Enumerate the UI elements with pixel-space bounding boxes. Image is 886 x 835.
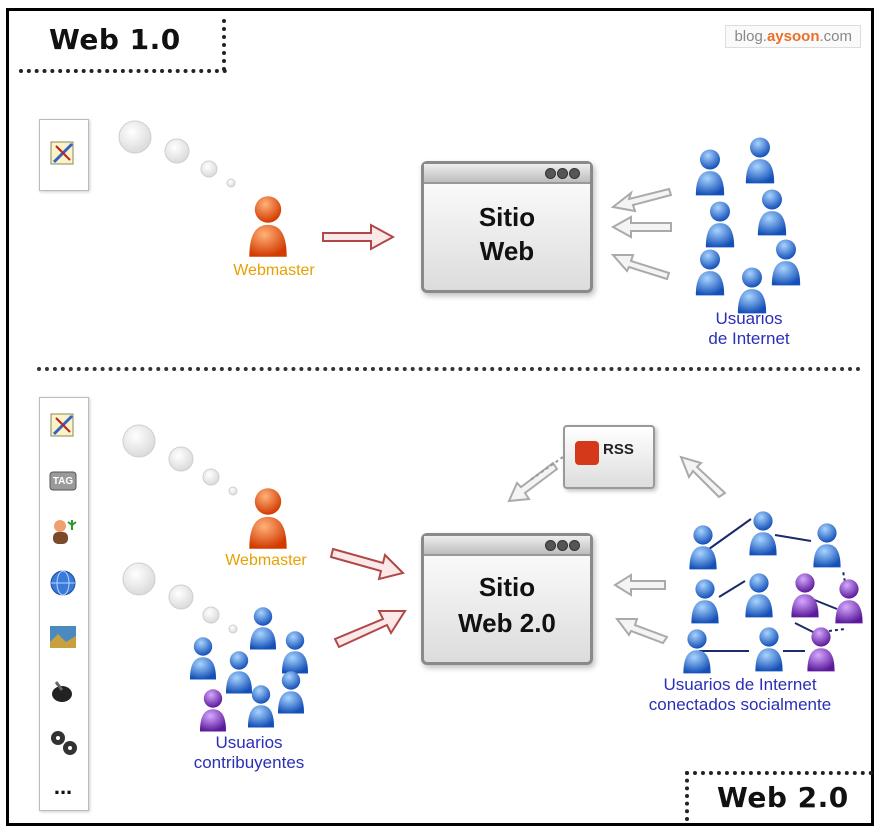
web1-webmaster-label: Webmaster [233, 262, 315, 279]
web2-thought-bubbles-top [122, 424, 238, 496]
more-icon: ... [53, 774, 73, 799]
web2-webmaster-label: Webmaster [225, 552, 307, 569]
web2-label-overline [685, 771, 873, 775]
rss-icon [575, 441, 599, 465]
rss-feed-dashed-line [528, 456, 564, 482]
web2-site-window: Sitio Web 2.0 [421, 533, 593, 665]
web2-thought-bubbles-bottom [122, 562, 238, 634]
social-internet-users [683, 511, 863, 674]
web1-label-underline [19, 69, 227, 73]
credit-brand: aysoon [766, 28, 820, 45]
webmaster-to-site-arrow [322, 223, 396, 251]
web2-webmaster-figure [249, 488, 287, 549]
edit-page-icon [48, 138, 78, 168]
edit-page-icon [48, 410, 78, 440]
rss-feed-box: RSS [563, 425, 655, 489]
web2-tool-panel: TAG ... [39, 397, 89, 811]
web2-site-line2: Web 2.0 [458, 608, 556, 638]
globe-icon [48, 568, 78, 598]
web1-webmaster-figure [249, 196, 287, 257]
tag-icon: TAG [48, 464, 78, 494]
web2-window-titlebar [424, 536, 590, 556]
social-to-rss-arrow [679, 455, 727, 499]
credit-prefix: blog. [734, 28, 767, 45]
credit-suffix: .com [819, 28, 852, 45]
web1-internet-users [695, 137, 801, 314]
web1-section-label: Web 1.0 [49, 23, 181, 56]
web1-users-label-line2: de Internet [708, 329, 790, 348]
web1-thought-bubbles [118, 120, 236, 188]
flow-arrows [322, 187, 727, 649]
contrib-users-label-line2: contribuyentes [193, 753, 305, 772]
web2-section-label: Web 2.0 [717, 781, 849, 814]
social-users-label-line1: Usuarios de Internet [663, 675, 817, 694]
web1-users-label-line1: Usuarios [715, 309, 783, 328]
users-to-site-arrow-2 [610, 215, 672, 239]
contrib-users-label-line1: Usuarios [215, 733, 283, 752]
contributing-users [189, 607, 309, 732]
section-divider [37, 367, 861, 371]
web1-label-sideline [222, 19, 226, 71]
web2-site-line1: Sitio [478, 572, 536, 602]
users-to-site-arrow-3 [610, 254, 671, 281]
photo-icon [48, 622, 78, 652]
diagram-graphics [118, 120, 863, 732]
web2-label-sideline [685, 771, 689, 821]
tag-icon-text: TAG [52, 476, 74, 487]
diagram-frame: blog.aysoon.com Web 1.0 Web 2.0 Sitio We… [6, 8, 874, 826]
users-to-site-arrow-1 [610, 187, 673, 213]
web1-window-titlebar [424, 164, 590, 184]
microphone-icon [48, 676, 78, 706]
rss-label: RSS [603, 441, 634, 458]
film-reel-icon [48, 728, 78, 758]
rss-to-site-arrow [507, 461, 559, 503]
credit-badge: blog.aysoon.com [725, 25, 861, 48]
web1-site-line1: Sitio [478, 202, 536, 232]
web1-tool-panel [39, 119, 89, 191]
contrib-to-site-arrow [333, 610, 407, 649]
web1-site-window: Sitio Web [421, 161, 593, 293]
webmaster2-to-site-arrow [329, 547, 405, 581]
web1-site-line2: Web [479, 236, 535, 266]
social-to-site-arrow-1 [613, 573, 666, 597]
user-plant-icon [48, 516, 78, 546]
social-users-label-line2: conectados socialmente [648, 695, 832, 714]
social-to-site-arrow-2 [615, 618, 669, 645]
